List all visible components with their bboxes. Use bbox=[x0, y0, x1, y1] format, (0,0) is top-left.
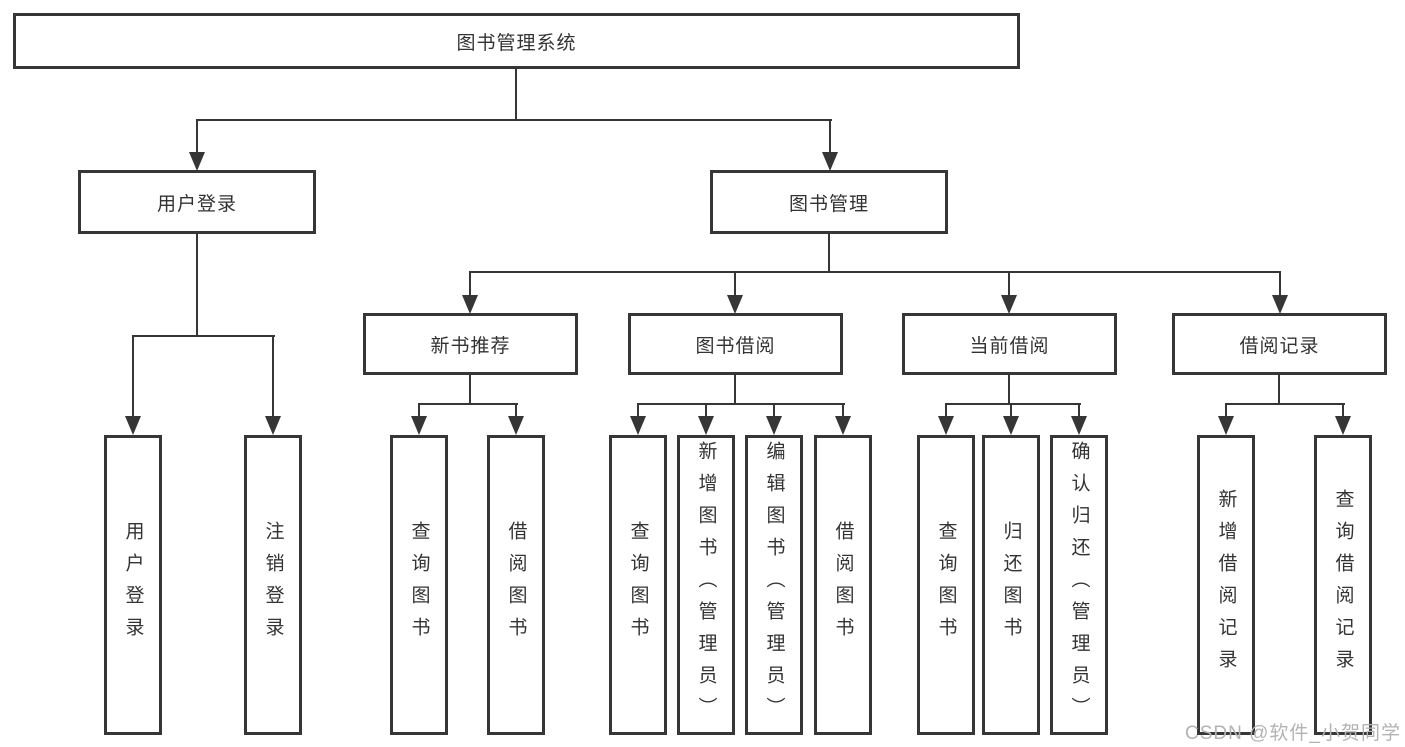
arrow-down-icon bbox=[508, 416, 524, 435]
arrow-down-icon bbox=[698, 416, 714, 435]
arrow-down-icon bbox=[411, 416, 427, 435]
connector-horizontal-line bbox=[418, 403, 518, 405]
leaf-edit-book-admin: 编辑图书（管理员） bbox=[745, 435, 803, 735]
connector-arrow-stem bbox=[637, 403, 639, 417]
arrow-down-icon bbox=[1218, 416, 1234, 435]
connector-horizontal-line bbox=[945, 403, 1081, 405]
arrow-down-icon bbox=[822, 152, 838, 171]
node-user-login: 用户登录 bbox=[78, 170, 316, 234]
leaf-search-books-current: 查询图书 bbox=[917, 435, 975, 735]
connector-vertical-line bbox=[196, 233, 198, 336]
connector-horizontal-line bbox=[132, 335, 275, 337]
connector-arrow-stem bbox=[515, 403, 517, 417]
connector-vertical-line bbox=[1278, 374, 1280, 404]
leaf-borrow-books-borrowing: 借阅图书 bbox=[814, 435, 872, 735]
leaf-confirm-return-admin: 确认归还（管理员） bbox=[1050, 435, 1108, 735]
leaf-search-books-borrowing: 查询图书 bbox=[609, 435, 667, 735]
leaf-search-borrow-record: 查询借阅记录 bbox=[1314, 435, 1372, 735]
arrow-down-icon bbox=[1071, 416, 1087, 435]
arrow-down-icon bbox=[630, 416, 646, 435]
connector-arrow-stem bbox=[272, 335, 274, 417]
connector-arrow-stem bbox=[1078, 403, 1080, 417]
leaf-add-borrow-record: 新增借阅记录 bbox=[1197, 435, 1255, 735]
connector-arrow-stem bbox=[1279, 271, 1281, 296]
arrow-down-icon bbox=[1003, 416, 1019, 435]
arrow-down-icon bbox=[727, 295, 743, 314]
leaf-logout: 注销登录 bbox=[244, 435, 302, 735]
node-borrowing-records: 借阅记录 bbox=[1172, 313, 1387, 375]
leaf-user-login: 用户登录 bbox=[104, 435, 162, 735]
arrow-down-icon bbox=[462, 295, 478, 314]
connector-arrow-stem bbox=[945, 403, 947, 417]
connector-arrow-stem bbox=[196, 119, 198, 153]
connector-arrow-stem bbox=[842, 403, 844, 417]
leaf-return-books: 归还图书 bbox=[982, 435, 1040, 735]
connector-arrow-stem bbox=[829, 119, 831, 153]
connector-arrow-stem bbox=[132, 335, 134, 417]
connector-arrow-stem bbox=[734, 271, 736, 296]
arrow-down-icon bbox=[265, 416, 281, 435]
connector-horizontal-line bbox=[469, 271, 1281, 273]
connector-arrow-stem bbox=[1008, 271, 1010, 296]
connector-arrow-stem bbox=[1010, 403, 1012, 417]
connector-arrow-stem bbox=[418, 403, 420, 417]
connector-horizontal-line bbox=[196, 119, 832, 121]
arrow-down-icon bbox=[766, 416, 782, 435]
arrow-down-icon bbox=[1335, 416, 1351, 435]
connector-arrow-stem bbox=[469, 271, 471, 296]
connector-vertical-line bbox=[515, 68, 517, 120]
connector-vertical-line bbox=[469, 374, 471, 404]
connector-arrow-stem bbox=[1225, 403, 1227, 417]
arrow-down-icon bbox=[835, 416, 851, 435]
node-book-management: 图书管理 bbox=[710, 170, 948, 234]
arrow-down-icon bbox=[1001, 295, 1017, 314]
connector-vertical-line bbox=[1008, 374, 1010, 404]
connector-horizontal-line bbox=[637, 403, 845, 405]
leaf-add-book-admin: 新增图书（管理员） bbox=[677, 435, 735, 735]
connector-horizontal-line bbox=[1225, 403, 1345, 405]
node-new-book-recommendation: 新书推荐 bbox=[363, 313, 578, 375]
connector-arrow-stem bbox=[1342, 403, 1344, 417]
arrow-down-icon bbox=[125, 416, 141, 435]
node-library-management-system: 图书管理系统 bbox=[13, 13, 1020, 69]
connector-vertical-line bbox=[828, 233, 830, 272]
leaf-borrow-books-recommend: 借阅图书 bbox=[487, 435, 545, 735]
node-current-borrowing: 当前借阅 bbox=[902, 313, 1117, 375]
watermark: CSDN @软件_小贺同学 bbox=[1185, 723, 1401, 744]
connector-vertical-line bbox=[734, 374, 736, 404]
connector-arrow-stem bbox=[773, 403, 775, 417]
arrow-down-icon bbox=[189, 152, 205, 171]
leaf-search-books-recommend: 查询图书 bbox=[390, 435, 448, 735]
node-book-borrowing: 图书借阅 bbox=[628, 313, 843, 375]
arrow-down-icon bbox=[1272, 295, 1288, 314]
arrow-down-icon bbox=[938, 416, 954, 435]
connector-arrow-stem bbox=[705, 403, 707, 417]
